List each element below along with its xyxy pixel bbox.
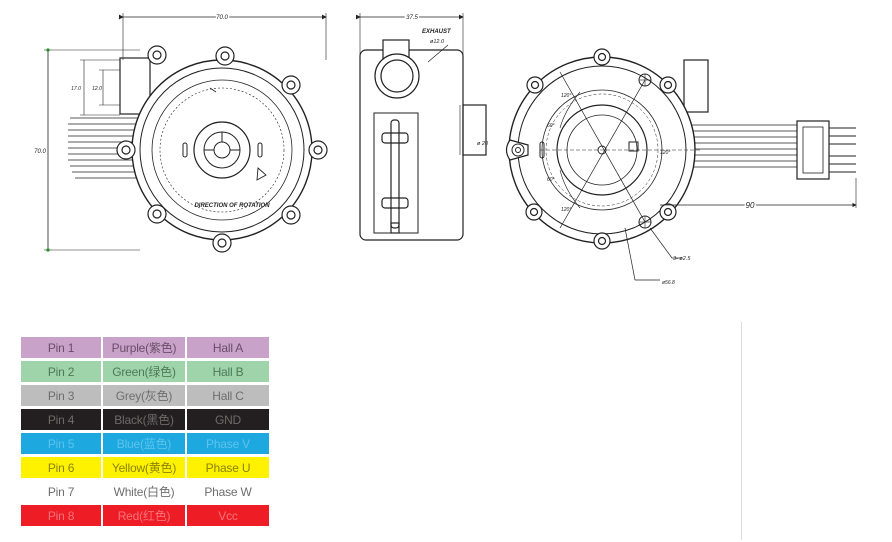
pin-function: Hall A: [187, 337, 269, 358]
pin-label: Pin 3: [21, 385, 101, 406]
table-row: Pin 6 Yellow(黄色) Phase U: [21, 457, 269, 478]
pin-label: Pin 4: [21, 409, 101, 430]
side-depth-dim: 37.5: [406, 15, 418, 21]
outlet-inner-dim: 12.0: [92, 86, 102, 92]
hole-spec: 3- ø2.5: [673, 256, 691, 262]
pin-label: Pin 1: [21, 337, 101, 358]
angle-right: 120°: [660, 150, 670, 156]
angle-mid-upper: 60°: [547, 123, 555, 129]
pin-label: Pin 2: [21, 361, 101, 382]
pin-function: Hall B: [187, 361, 269, 382]
pin-function: Phase W: [187, 481, 269, 502]
wire-color: Black(黑色): [103, 409, 185, 430]
pin-assignment-table: Pin 1 Purple(紫色) Hall A Pin 2 Green(绿色) …: [19, 334, 271, 529]
wire-color: White(白色): [103, 481, 185, 502]
wire-color: Red(红色): [103, 505, 185, 526]
exhaust-dia: ø12.0: [430, 39, 445, 45]
pin-function: GND: [187, 409, 269, 430]
rotation-label: DIRECTION OF ROTATION: [194, 203, 270, 209]
pin-label: Pin 6: [21, 457, 101, 478]
outlet-outer-dim: 17.0: [71, 86, 81, 92]
lead-length-dim: 90: [746, 201, 755, 210]
angle-top: 120°: [561, 93, 571, 99]
wire-color: Yellow(黄色): [103, 457, 185, 478]
table-row: Pin 3 Grey(灰色) Hall C: [21, 385, 269, 406]
table-row: Pin 1 Purple(紫色) Hall A: [21, 337, 269, 358]
wire-color: Purple(紫色): [103, 337, 185, 358]
front-height-dim: 70.0: [34, 149, 46, 155]
angle-bottom: 120°: [561, 207, 571, 213]
table-row: Pin 5 Blue(蓝色) Phase V: [21, 433, 269, 454]
pin-label: Pin 5: [21, 433, 101, 454]
pin-function: Phase V: [187, 433, 269, 454]
exhaust-label: EXHAUST: [422, 29, 452, 35]
pin-label: Pin 7: [21, 481, 101, 502]
table-row: Pin 4 Black(黑色) GND: [21, 409, 269, 430]
bolt-circle-dia: ø56.8: [662, 280, 675, 286]
table-row: Pin 2 Green(绿色) Hall B: [21, 361, 269, 382]
blower-technical-drawing: 70.0 70.0 17.0 12.0 DIRECTION OF ROTATIO…: [34, 13, 857, 286]
pin-function: Hall C: [187, 385, 269, 406]
back-view: [505, 48, 857, 281]
wire-color: Green(绿色): [103, 361, 185, 382]
hub-dia: ø 20: [477, 141, 489, 147]
pin-function: Phase U: [187, 457, 269, 478]
table-row: Pin 7 White(白色) Phase W: [21, 481, 269, 502]
wire-color: Grey(灰色): [103, 385, 185, 406]
pin-label: Pin 8: [21, 505, 101, 526]
table-row: Pin 8 Red(红色) Vcc: [21, 505, 269, 526]
front-view: [44, 13, 328, 253]
front-width-dim: 70.0: [216, 15, 228, 21]
angle-mid-lower: 60°: [547, 177, 555, 183]
wire-color: Blue(蓝色): [103, 433, 185, 454]
side-view: [356, 13, 487, 241]
pin-function: Vcc: [187, 505, 269, 526]
divider-line: [741, 322, 742, 540]
